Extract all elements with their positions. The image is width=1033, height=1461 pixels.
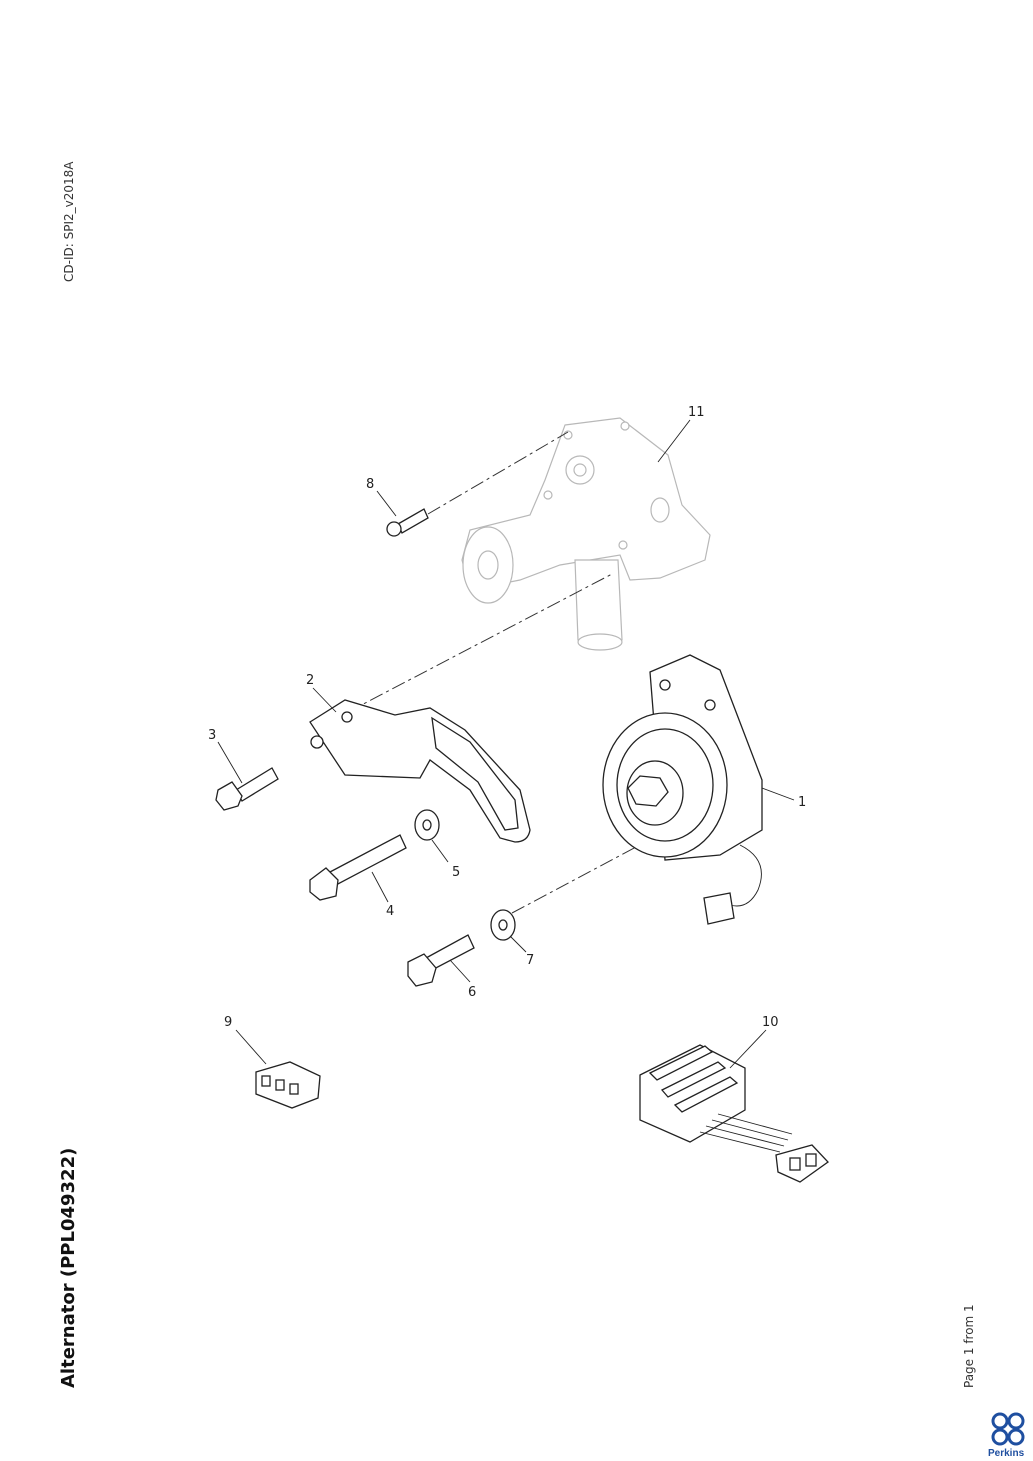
perkins-logo-icon xyxy=(991,1412,1025,1446)
callout-1: 1 xyxy=(798,795,806,810)
washer-part-7 xyxy=(490,909,516,941)
callout-9: 9 xyxy=(224,1015,232,1030)
callout-3: 3 xyxy=(208,728,216,743)
assembly-line-7 xyxy=(511,845,639,914)
connector-part-9 xyxy=(255,1061,321,1109)
bolt-part-6 xyxy=(407,934,475,987)
regulator-part-10 xyxy=(639,1044,829,1183)
washer-part-5 xyxy=(414,809,440,841)
water-pump-part-11 xyxy=(461,417,711,651)
callout-6: 6 xyxy=(468,985,476,1000)
bolt-part-4 xyxy=(309,834,407,901)
assembly-line-8 xyxy=(427,431,569,515)
callout-10: 10 xyxy=(762,1015,779,1030)
bolt-part-8 xyxy=(386,508,429,537)
callout-11: 11 xyxy=(688,405,705,420)
bolt-part-3 xyxy=(215,767,279,811)
callout-4: 4 xyxy=(386,904,394,919)
perkins-logo-text: Perkins xyxy=(988,1448,1025,1459)
callout-2: 2 xyxy=(306,673,314,688)
callout-7: 7 xyxy=(526,953,534,968)
callout-5: 5 xyxy=(452,865,460,880)
callout-8: 8 xyxy=(366,477,374,492)
callout-leaders xyxy=(217,419,795,1069)
alternator-part-1 xyxy=(602,654,763,925)
bracket-part-2 xyxy=(309,699,531,843)
